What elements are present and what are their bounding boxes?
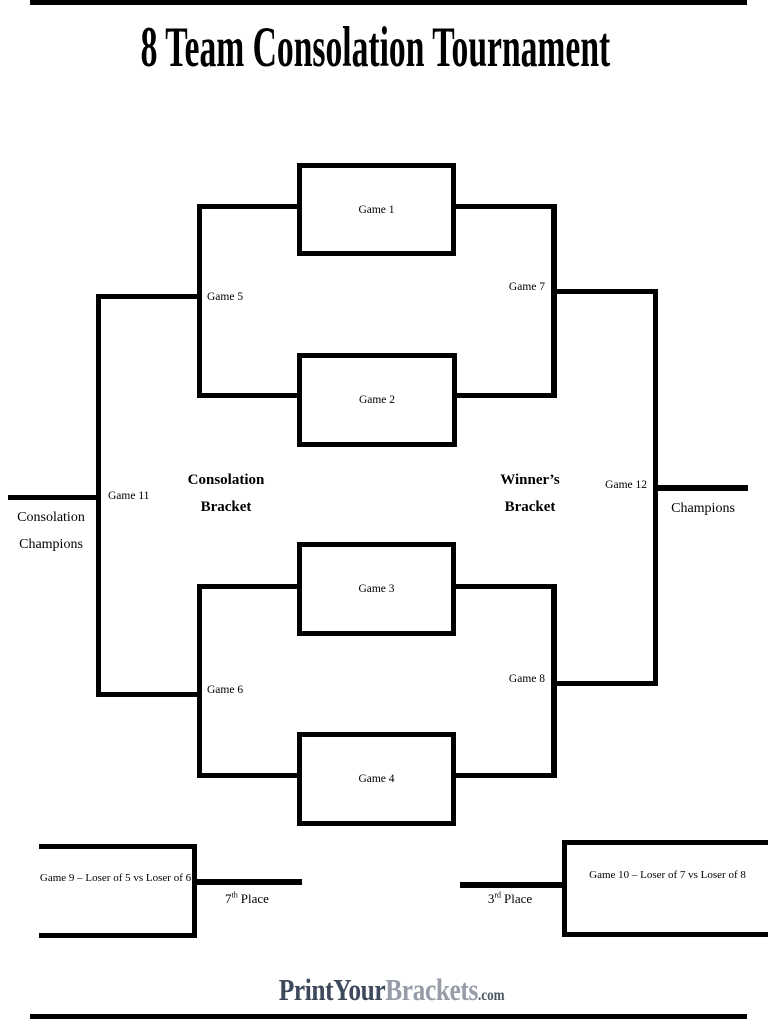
- game3-label: Game 3: [358, 583, 395, 595]
- game1-left-connector: [197, 204, 298, 209]
- game1-label: Game 1: [358, 203, 395, 216]
- game6-winner-line: [96, 692, 202, 697]
- consolation-champions-line1: Consolation: [17, 510, 85, 525]
- game4-box: Game 4: [297, 732, 456, 826]
- game5-label: Game 5: [207, 291, 244, 303]
- game8-winner-line: [551, 681, 655, 686]
- consolation-champions-line2: Champions: [19, 537, 83, 552]
- game3-right-connector: [455, 584, 555, 589]
- game10-description: Game 10 – Loser of 7 vs Loser of 8: [589, 868, 746, 881]
- seventh-place-number: 7: [225, 891, 232, 906]
- game2-left-connector: [197, 393, 297, 398]
- third-place-ordinal: rd: [494, 890, 501, 900]
- game6-label: Game 6: [207, 684, 244, 696]
- game5-winner-line: [96, 294, 202, 299]
- winners-bracket-line1: Winner’s: [500, 472, 560, 488]
- winners-bracket-heading: Winner’s Bracket: [470, 467, 590, 521]
- game3-box: Game 3: [297, 542, 456, 636]
- game4-right-connector: [455, 773, 555, 778]
- logo-printyour: PrintYour: [279, 972, 386, 1007]
- seventh-place-line: [197, 879, 302, 885]
- top-rule: [30, 0, 747, 5]
- seventh-place-ordinal: th: [231, 890, 238, 900]
- game8-label: Game 8: [508, 673, 545, 685]
- game9-description: Game 9 – Loser of 5 vs Loser of 6: [39, 872, 192, 884]
- bottom-rule: [30, 1014, 747, 1019]
- game2-label: Game 2: [358, 394, 396, 406]
- logo-com: .com: [478, 987, 505, 1004]
- third-place-line: [460, 882, 562, 888]
- third-place-number: 3: [487, 891, 495, 906]
- game4-left-connector: [197, 773, 297, 778]
- game1-right-connector: [455, 204, 555, 209]
- champions-label: Champions: [671, 501, 735, 516]
- game5-vertical-connector: [197, 204, 202, 398]
- champion-line: [653, 485, 748, 491]
- third-place-word: Place: [504, 891, 533, 906]
- page-title: 8 Team Consolation Tournament: [0, 17, 750, 80]
- game9-box: Game 9 – Loser of 5 vs Loser of 6: [39, 844, 197, 938]
- consolation-champions-label: Consolation Champions: [5, 504, 97, 558]
- winners-bracket-line2: Bracket: [504, 499, 556, 515]
- game11-label: Game 11: [108, 490, 150, 502]
- logo-brackets: Brackets: [385, 972, 479, 1007]
- game10-box: Game 10 – Loser of 7 vs Loser of 8: [562, 840, 768, 937]
- game2-box: Game 2: [297, 353, 457, 447]
- game1-box: Game 1: [297, 163, 456, 256]
- game2-right-connector: [455, 393, 555, 398]
- game7-label: Game 7: [508, 281, 545, 293]
- game12-label: Game 12: [605, 479, 647, 491]
- game11-vertical-connector: [96, 294, 101, 697]
- consolation-champion-line: [8, 495, 96, 500]
- game4-label: Game 4: [358, 773, 395, 785]
- game7-winner-line: [551, 289, 655, 294]
- consolation-bracket-line2: Bracket: [200, 499, 252, 515]
- game3-left-connector: [197, 584, 298, 589]
- seventh-place-word: Place: [240, 891, 269, 906]
- consolation-bracket-heading: Consolation Bracket: [166, 467, 286, 521]
- consolation-bracket-line1: Consolation: [187, 472, 265, 488]
- game7-vertical-connector: [551, 204, 557, 398]
- game6-vertical-connector: [197, 584, 202, 778]
- page-title-text: 8 Team Consolation Tournament: [140, 16, 610, 80]
